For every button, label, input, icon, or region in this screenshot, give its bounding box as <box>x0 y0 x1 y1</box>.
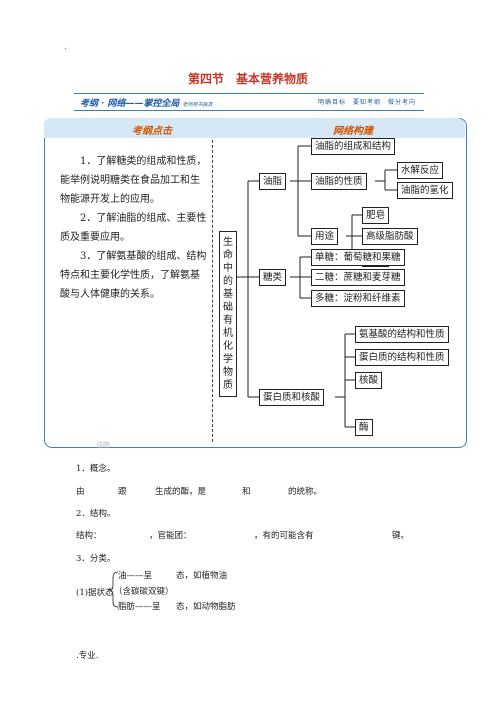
s2-word: 结构： <box>76 531 102 541</box>
page-title: 第四节 基本营养物质 <box>187 72 308 86</box>
s3-row3-b: 态，如动物脂肪 <box>176 602 236 612</box>
amino-acid-node: 氨基酸的结构和性质 <box>355 326 449 343</box>
overview-header-bar <box>44 118 465 138</box>
section-1-title: 1．概念。 <box>76 464 116 474</box>
protein-structure-node: 蛋白质的结构和性质 <box>355 349 449 366</box>
s1-word: 的统称。 <box>288 487 323 497</box>
fatty-acid-node: 高级脂肪酸 <box>362 228 418 245</box>
classification-label: (1)据状态 <box>76 588 114 598</box>
section-2-title: 2．结构。 <box>76 509 116 519</box>
banner-tagline: 明确目标 要知考纲 做分考向 <box>318 99 417 106</box>
hydrolysis-node: 水解反应 <box>397 162 444 179</box>
enzyme-node: 酶 <box>355 419 373 436</box>
fat-node: 油脂 <box>259 173 287 190</box>
nucleic-acid-node: 核酸 <box>355 372 383 389</box>
disaccharide-node: 二糖：蔗糖和麦芽糖 <box>311 269 405 286</box>
section-banner <box>74 93 424 111</box>
sugar-node: 糖类 <box>259 269 287 286</box>
s3-row1-a: 油——呈 <box>118 571 153 581</box>
s3-row3-a: 脂肪——呈 <box>118 602 161 612</box>
fat-composition-node: 油脂的组成和结构 <box>311 138 396 155</box>
network-root-node: 生命中的基础有机化学物质 <box>219 231 237 397</box>
s3-row2: （含碳碳双键） <box>114 587 174 597</box>
objective-item: 1．了解糖类的组成和性质，能举例说明糖类在食品加工和生物能源开发上的应用。 <box>60 156 207 205</box>
s2-word: ，有的可能含有 <box>254 531 314 541</box>
column-divider <box>212 140 213 442</box>
objective-item: 3．了解氨基酸的组成、结构特点和主要化学性质，了解氨基酸与人体健康的关系。 <box>60 251 207 300</box>
hydrogenation-node: 油脂的氢化 <box>397 182 453 199</box>
s1-word: 跟 <box>118 487 127 497</box>
polysaccharide-node: 多糖：淀粉和纤维素 <box>311 290 405 307</box>
banner-title-text: 考纲 · 网络——掌控全局 <box>80 99 180 109</box>
s1-word: 和 <box>242 487 251 497</box>
objectives-list: 1．了解糖类的组成和性质，能举例说明糖类在食品加工和生物能源开发上的应用。 2．… <box>60 152 208 304</box>
header-dot: . <box>64 42 67 52</box>
protein-node: 蛋白质和核酸 <box>259 389 325 406</box>
banner-title-suffix: 老师用书独具 <box>182 102 213 108</box>
objective-item: 2．了解油脂的组成、主要性质及重要应用。 <box>60 213 207 243</box>
s1-word: 由 <box>76 487 85 497</box>
network-header: 网络构建 <box>333 126 373 137</box>
s2-word: ，官能团： <box>149 531 192 541</box>
fat-properties-node: 油脂的性质 <box>311 173 367 190</box>
monosaccharide-node: 单糖：葡萄糖和果糖 <box>311 249 405 266</box>
s1-word: 生成的酯，是 <box>155 487 207 497</box>
objectives-header: 考纲点击 <box>132 126 172 137</box>
banner-title: 考纲 · 网络——掌控全局 老师用书独具 <box>80 96 213 109</box>
section-3-title: 3．分类。 <box>76 554 116 564</box>
page-footer: .专业. <box>76 651 99 661</box>
s3-row1-b: 态，如植物油 <box>176 571 228 581</box>
s2-word: 键。 <box>392 531 410 541</box>
faded-label: 油脂 <box>96 441 110 449</box>
fat-uses-node: 用途 <box>311 228 339 245</box>
soap-node: 肥皂 <box>362 207 390 224</box>
